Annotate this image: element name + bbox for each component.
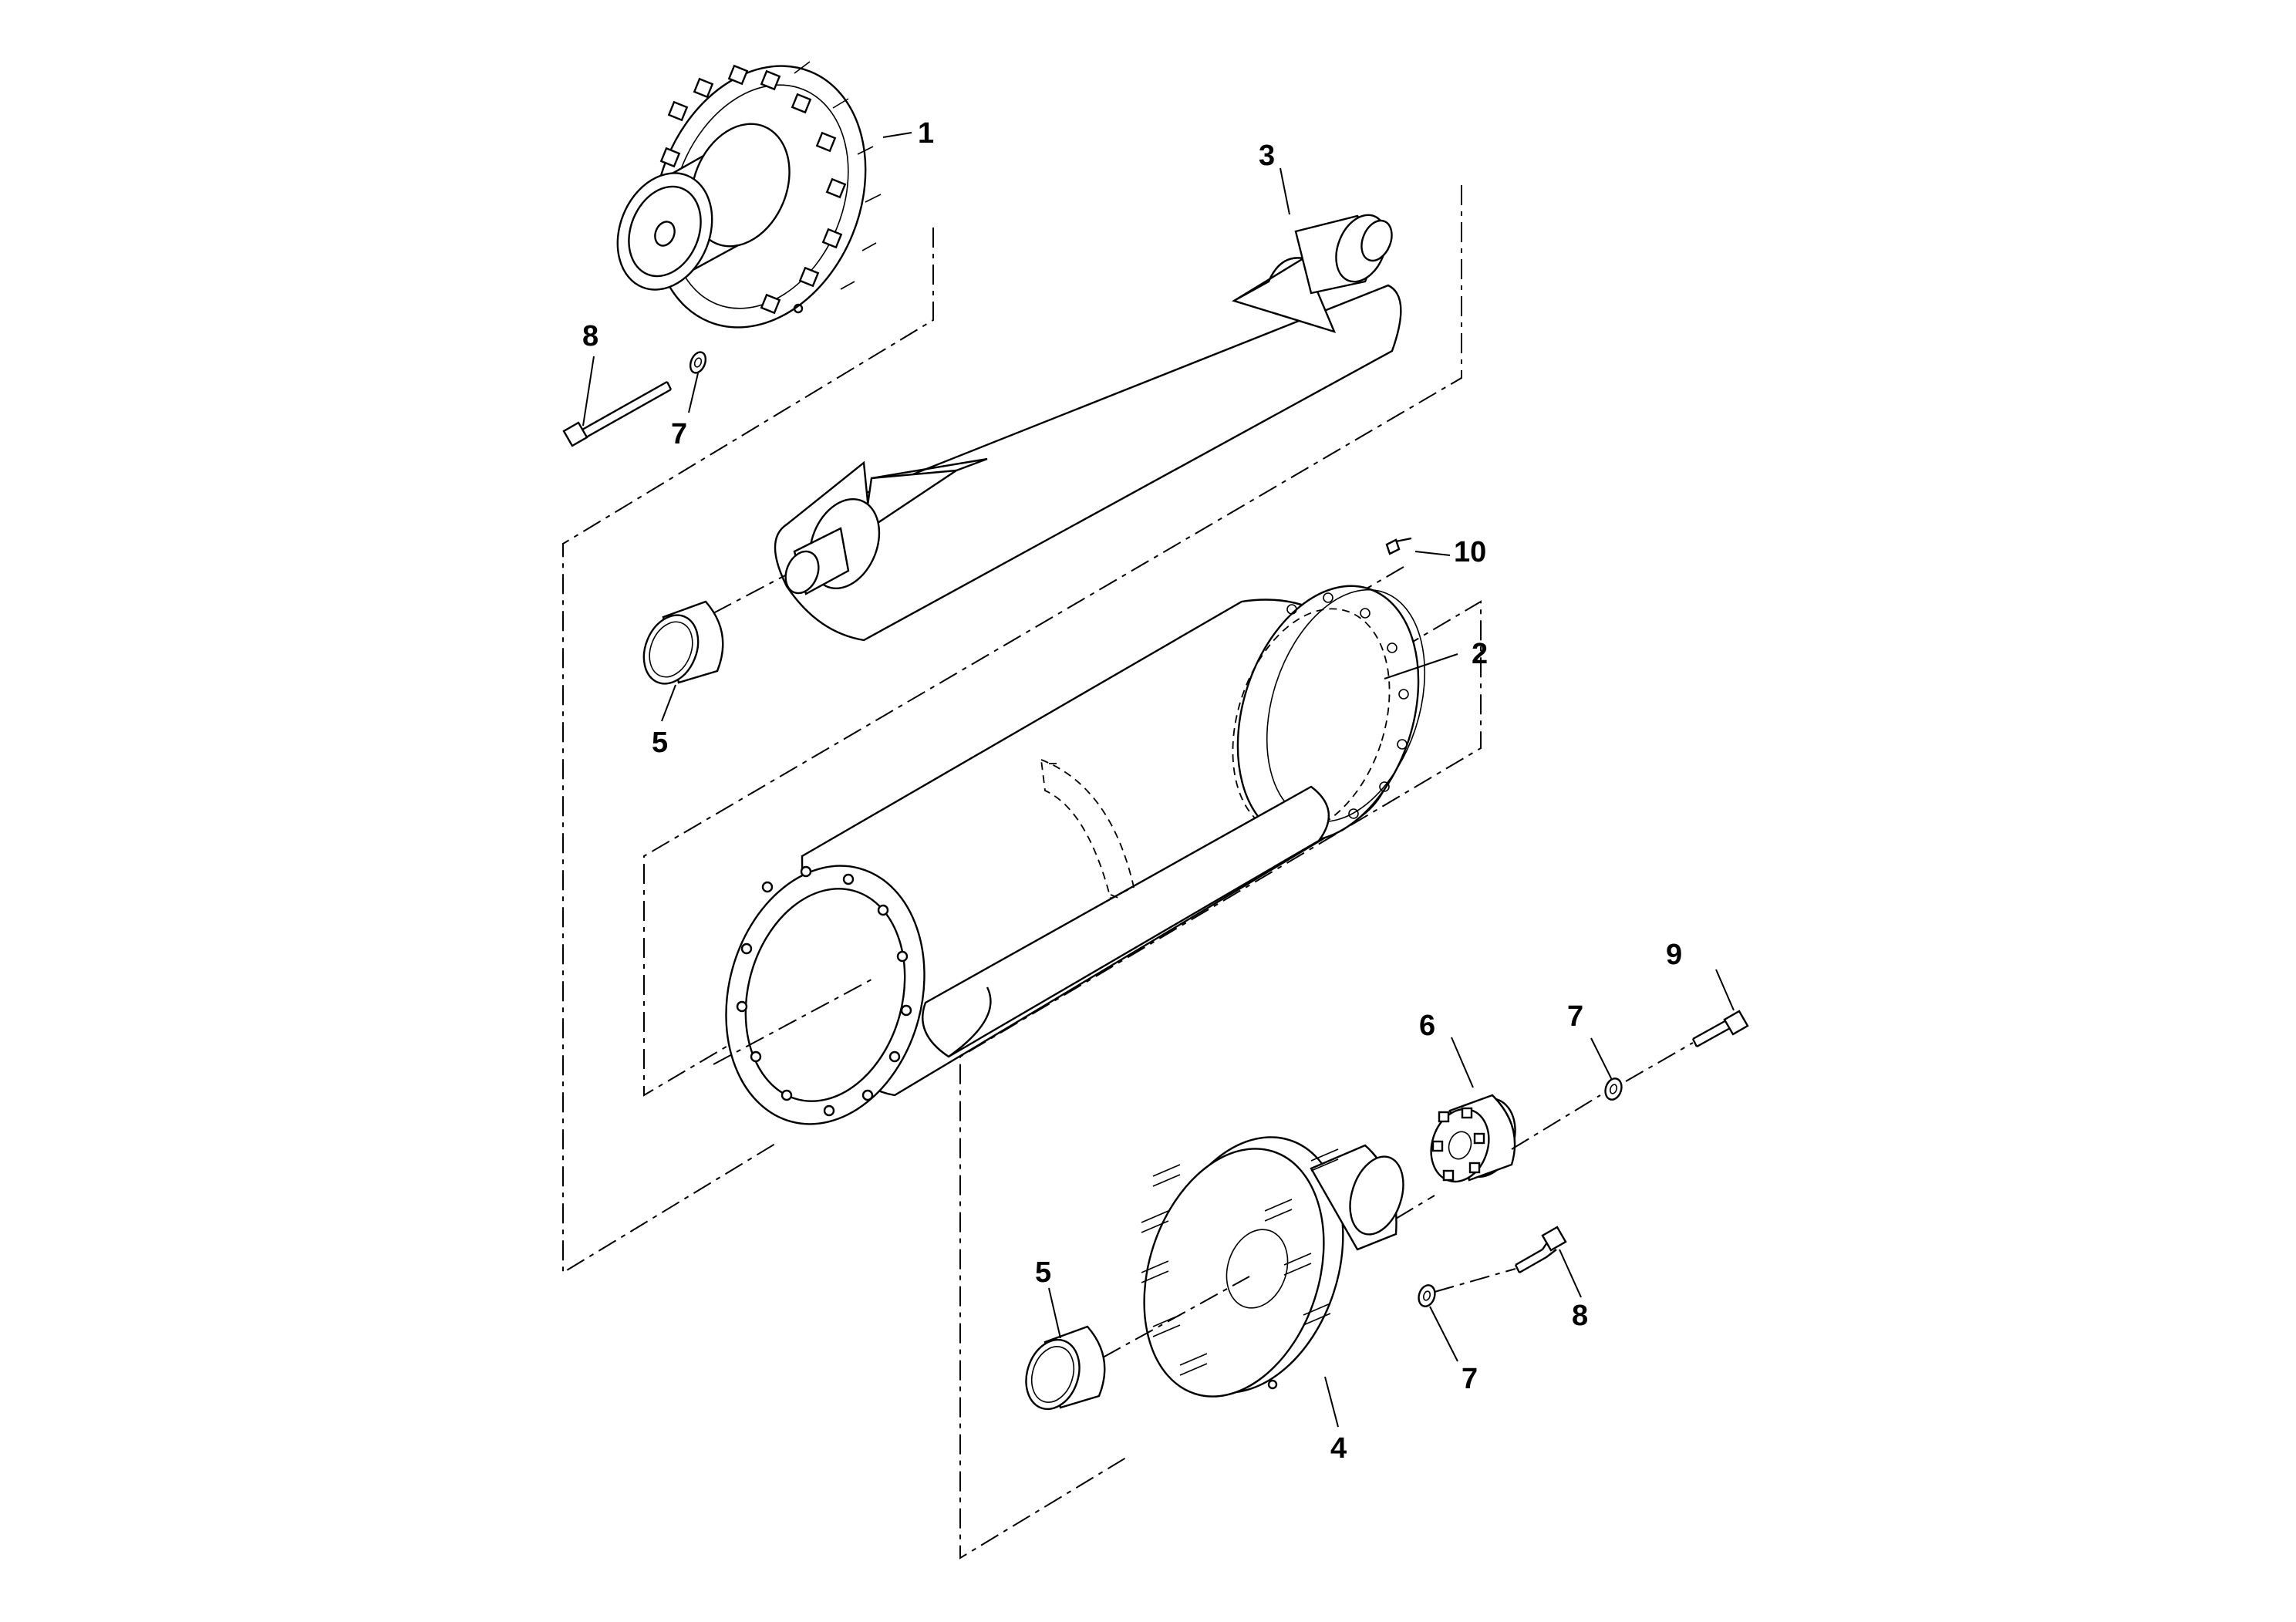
callout-7-lower: 7 — [1462, 1363, 1478, 1395]
axis-line-lower-right — [1395, 1042, 1694, 1219]
axis-line-upper — [713, 574, 787, 614]
lower-hub-part-4 — [1141, 1136, 1404, 1398]
washer-part-7-right — [1604, 1077, 1623, 1101]
hex-bolt-part-9 — [1691, 1010, 1749, 1048]
callout-6: 6 — [1419, 1010, 1435, 1042]
eccentric-shaft-part-3 — [774, 214, 1402, 642]
callout-labels: 1 2 3 4 5 5 6 7 7 7 8 8 9 10 — [582, 117, 1682, 1465]
washer-part-7-upper — [689, 351, 707, 374]
callout-8-upper: 8 — [582, 320, 598, 352]
callout-3: 3 — [1259, 140, 1275, 172]
callout-8-lower: 8 — [1572, 1300, 1588, 1332]
callout-9: 9 — [1666, 939, 1682, 971]
callout-2: 2 — [1472, 638, 1488, 670]
axis-line-lower-bolt — [1434, 1268, 1516, 1293]
callout-5-upper: 5 — [652, 727, 668, 759]
axis-line-drum — [713, 979, 872, 1065]
leader-lines — [582, 132, 1735, 1428]
bushing-part-5-lower — [1025, 1325, 1106, 1411]
callout-1: 1 — [918, 117, 934, 150]
hex-bolt-part-8-lower — [1514, 1226, 1567, 1274]
coupling-part-6 — [1430, 1094, 1516, 1183]
axis-line-lower-bushing — [1102, 1276, 1250, 1358]
washer-part-7-lower — [1418, 1284, 1436, 1307]
callout-7-upper: 7 — [671, 418, 687, 450]
callout-10: 10 — [1454, 536, 1486, 568]
drum-shell-part-2 — [725, 585, 1426, 1125]
bushing-part-5-upper — [642, 600, 724, 685]
pin-part-10 — [1385, 537, 1412, 555]
spindle-hub-part-1 — [616, 61, 882, 329]
callout-5-lower: 5 — [1035, 1256, 1051, 1289]
callout-4: 4 — [1330, 1432, 1347, 1465]
hex-bolt-part-8-upper — [562, 380, 673, 447]
callout-7-right: 7 — [1567, 1000, 1583, 1033]
